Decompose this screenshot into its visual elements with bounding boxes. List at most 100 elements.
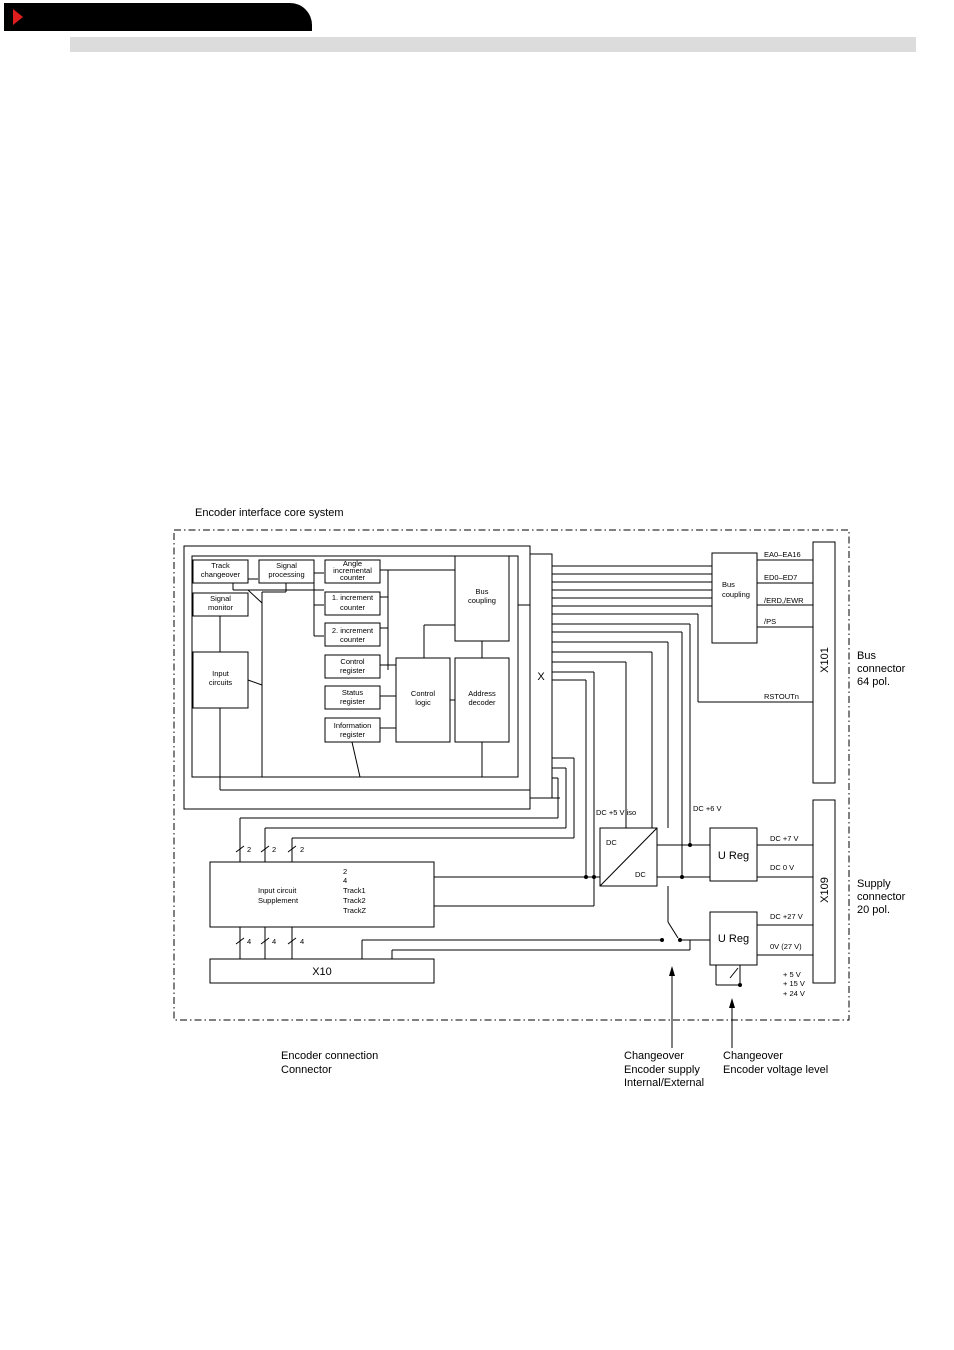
block-bus-coupling-inner: Bus coupling bbox=[454, 555, 510, 642]
svg-text:Changeover: Changeover bbox=[624, 1050, 684, 1062]
svg-text:Control: Control bbox=[411, 689, 436, 698]
block-x-interface: X bbox=[529, 553, 553, 799]
svg-text:monitor: monitor bbox=[208, 603, 234, 612]
label-bus-connector: Bus connector 64 pol. bbox=[857, 650, 906, 688]
signal-dc-0v: DC 0 V bbox=[770, 863, 794, 872]
changeover-arrows bbox=[669, 966, 735, 1048]
header-bar bbox=[70, 37, 916, 52]
bus-count-lower-1: 4 bbox=[247, 937, 251, 946]
block-address-decoder: Address decoder bbox=[454, 657, 510, 743]
label-changeover-level: Changeover Encoder voltage level bbox=[723, 1050, 828, 1076]
block-status-register: Status register bbox=[324, 685, 381, 710]
block-track-changeover: Track changeover bbox=[192, 559, 249, 584]
svg-text:connector: connector bbox=[857, 891, 906, 903]
svg-text:Signal: Signal bbox=[210, 594, 231, 603]
svg-text:1. increment: 1. increment bbox=[332, 593, 374, 602]
chapter-arrow-icon bbox=[13, 9, 23, 25]
svg-text:2: 2 bbox=[343, 867, 347, 876]
svg-text:counter: counter bbox=[340, 603, 366, 612]
svg-text:connector: connector bbox=[857, 663, 906, 675]
junction-dot bbox=[660, 938, 664, 942]
svg-text:DC: DC bbox=[606, 838, 617, 847]
junction-dot bbox=[584, 875, 588, 879]
svg-text:counter: counter bbox=[340, 635, 366, 644]
block-u-reg-1: U Reg bbox=[709, 827, 758, 882]
label-encoder-connection: Encoder connection Connector bbox=[281, 1050, 378, 1076]
block-information-register: Information register bbox=[324, 717, 381, 743]
svg-text:Status: Status bbox=[342, 688, 364, 697]
junction-dot bbox=[680, 875, 684, 879]
block-bus-coupling-outer: Bus coupling bbox=[711, 552, 758, 644]
svg-text:Angle: Angle bbox=[343, 559, 362, 568]
connector-x10: X10 bbox=[209, 958, 435, 984]
svg-text:Information: Information bbox=[334, 721, 372, 730]
signal-dc-27v: DC +27 V bbox=[770, 912, 803, 921]
core-system-boundary bbox=[173, 529, 850, 1021]
svg-text:Input circuit: Input circuit bbox=[258, 886, 297, 895]
block-dc-converter: DC DC bbox=[599, 827, 658, 887]
block-control-logic: Control logic bbox=[395, 657, 451, 743]
svg-text:Internal/External: Internal/External bbox=[624, 1077, 704, 1089]
svg-text:U Reg: U Reg bbox=[718, 850, 749, 862]
signal-ps: /PS bbox=[764, 617, 776, 626]
signal-24v: + 24 V bbox=[783, 989, 805, 998]
block-increment-counter-2: 2. increment counter bbox=[324, 622, 381, 647]
bus-count-upper-3: 2 bbox=[300, 845, 304, 854]
svg-text:TrackZ: TrackZ bbox=[343, 906, 366, 915]
svg-text:Encoder supply: Encoder supply bbox=[624, 1064, 700, 1076]
svg-text:Changeover: Changeover bbox=[723, 1050, 783, 1062]
block-control-register: Control register bbox=[324, 654, 381, 679]
svg-text:coupling: coupling bbox=[468, 596, 496, 605]
signal-dc-6v: DC +6 V bbox=[693, 804, 722, 813]
svg-text:Bus: Bus bbox=[857, 650, 876, 662]
svg-text:register: register bbox=[340, 730, 366, 739]
svg-text:Bus: Bus bbox=[476, 587, 489, 596]
svg-text:64 pol.: 64 pol. bbox=[857, 676, 890, 688]
signal-rstout: RSTOUTn bbox=[764, 692, 799, 701]
encoder-feedback-wiring bbox=[235, 757, 575, 862]
power-wiring bbox=[657, 844, 813, 986]
svg-text:Address: Address bbox=[468, 689, 496, 698]
svg-text:Connector: Connector bbox=[281, 1064, 332, 1076]
connector-x109: X109 bbox=[812, 799, 836, 984]
bus-count-upper-1: 2 bbox=[247, 845, 251, 854]
internal-wiring bbox=[219, 569, 530, 791]
svg-text:Track2: Track2 bbox=[343, 896, 366, 905]
block-input-circuits: Input circuits bbox=[192, 651, 249, 709]
signal-15v: + 15 V bbox=[783, 979, 805, 988]
svg-text:U Reg: U Reg bbox=[718, 933, 749, 945]
svg-text:Supply: Supply bbox=[857, 878, 891, 890]
svg-text:X: X bbox=[537, 671, 545, 683]
header-tab bbox=[4, 3, 312, 31]
junction-dot bbox=[688, 843, 692, 847]
bus-count-lower-3: 4 bbox=[300, 937, 304, 946]
junction-dot bbox=[678, 938, 682, 942]
label-supply-connector: Supply connector 20 pol. bbox=[857, 878, 906, 916]
signal-ea: EA0–EA16 bbox=[764, 550, 801, 559]
svg-text:Bus: Bus bbox=[722, 580, 735, 589]
svg-text:X109: X109 bbox=[819, 877, 831, 903]
svg-text:register: register bbox=[340, 666, 366, 675]
block-angle-counter: Angle incremental counter bbox=[324, 559, 381, 584]
svg-text:counter: counter bbox=[340, 573, 366, 582]
bus-count-upper-2: 2 bbox=[272, 845, 276, 854]
signal-dc-5v-iso: DC +5 V iso bbox=[596, 808, 636, 817]
svg-text:2. increment: 2. increment bbox=[332, 626, 374, 635]
signal-erd: /ERD,/EWR bbox=[764, 596, 804, 605]
svg-text:decoder: decoder bbox=[468, 698, 496, 707]
svg-text:processing: processing bbox=[268, 570, 304, 579]
junction-dot bbox=[592, 875, 596, 879]
svg-text:changeover: changeover bbox=[201, 570, 241, 579]
svg-text:Track1: Track1 bbox=[343, 886, 366, 895]
svg-text:register: register bbox=[340, 697, 366, 706]
svg-text:coupling: coupling bbox=[722, 590, 750, 599]
svg-text:DC: DC bbox=[635, 870, 646, 879]
svg-text:incremental: incremental bbox=[333, 566, 372, 575]
junction-dot bbox=[738, 983, 742, 987]
signal-ed: ED0–ED7 bbox=[764, 573, 797, 582]
signal-dc-7v: DC +7 V bbox=[770, 834, 799, 843]
x10-wiring bbox=[235, 927, 691, 959]
bus-count-lower-2: 4 bbox=[272, 937, 276, 946]
svg-text:logic: logic bbox=[415, 698, 431, 707]
